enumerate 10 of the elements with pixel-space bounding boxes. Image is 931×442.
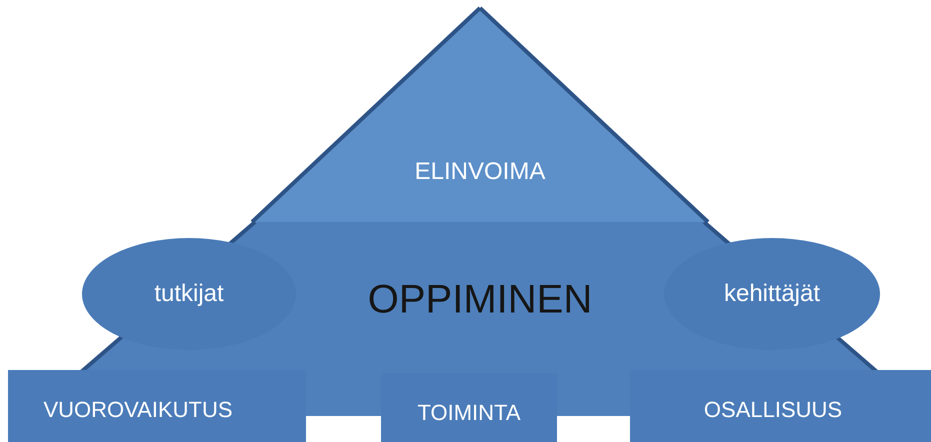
label-text: tutkijat xyxy=(154,280,224,308)
label-text: kehittäjät xyxy=(724,280,820,308)
label-box xyxy=(381,373,557,442)
label-box xyxy=(630,370,931,442)
label-text: OSALLISUUS xyxy=(704,397,842,423)
label-box xyxy=(8,370,306,442)
heading-text: OPPIMINEN xyxy=(368,278,592,322)
label-text: TOIMINTA xyxy=(417,400,521,426)
label-text: VUOROVAIKUTUS xyxy=(43,397,233,423)
label-text: ELINVOIMA xyxy=(414,158,546,186)
